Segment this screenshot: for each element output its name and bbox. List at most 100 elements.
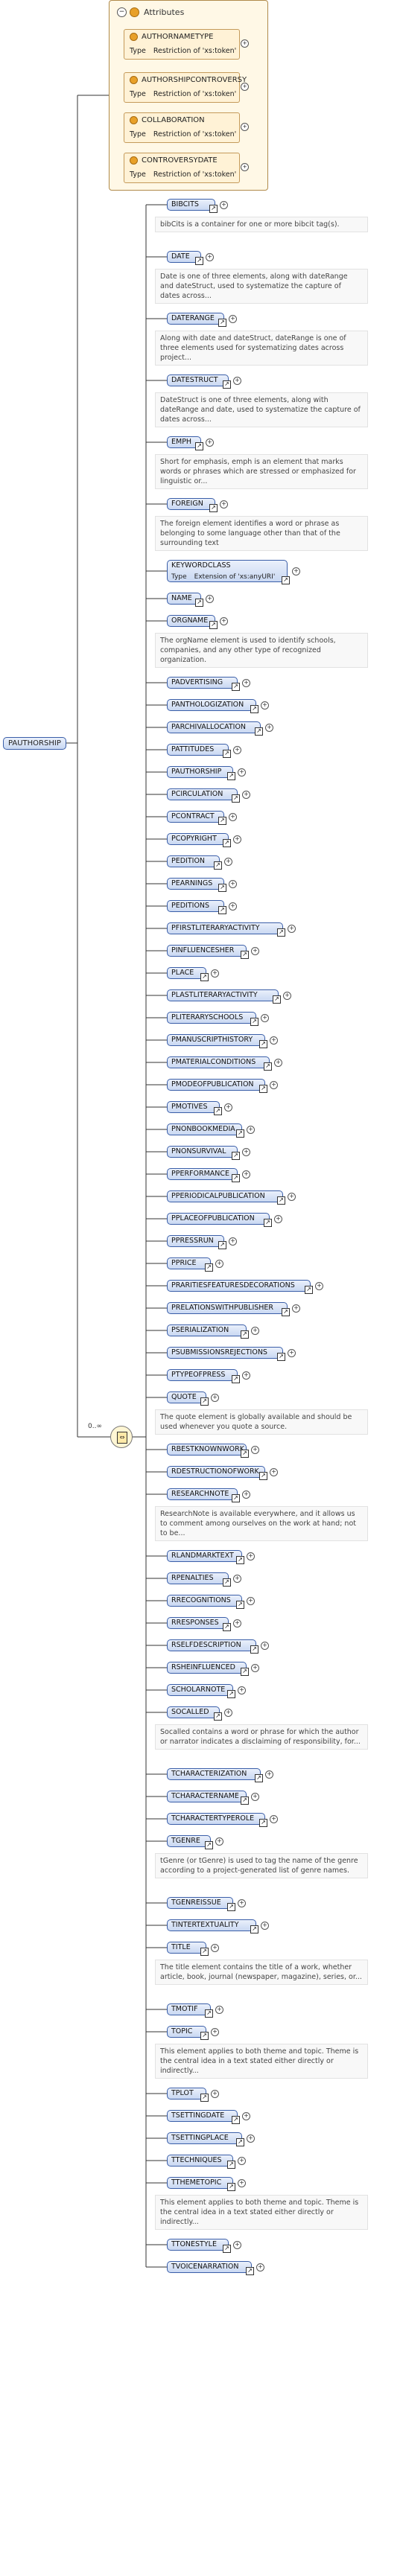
element-psubmissionsrejections[interactable]: PSUBMISSIONSREJECTIONS↗: [167, 1347, 285, 1361]
expand-icon[interactable]: +: [261, 1642, 269, 1650]
expand-icon[interactable]: +: [288, 1349, 296, 1357]
expand-icon[interactable]: +: [238, 1899, 246, 1907]
element-tvoicenarration[interactable]: TVOICENARRATION↗: [167, 2261, 254, 2275]
element-pserialization[interactable]: PSERIALIZATION↗: [167, 1324, 249, 1339]
element-peditions[interactable]: PEDITIONS↗: [167, 900, 226, 914]
element-rpenalties[interactable]: RPENALTIES↗: [167, 1572, 231, 1587]
element-prelationswithpublisher[interactable]: PRELATIONSWITHPUBLISHER↗: [167, 1302, 290, 1316]
expand-icon[interactable]: +: [292, 567, 300, 576]
expand-icon[interactable]: +: [270, 1081, 278, 1089]
element-ppressrun[interactable]: PPRESSRUN↗: [167, 1235, 226, 1249]
expand-icon[interactable]: +: [238, 768, 246, 777]
element-ttechniques[interactable]: TTECHNIQUES↗: [167, 2155, 235, 2169]
element-tintertextuality[interactable]: TINTERTEXTUALITY↗: [167, 1919, 258, 1933]
element-rdestructionofwork[interactable]: RDESTRUCTIONOFWORK↗: [167, 1466, 267, 1480]
element-foreign[interactable]: FOREIGN↗: [167, 498, 218, 512]
expand-icon[interactable]: +: [288, 925, 296, 933]
expand-icon[interactable]: +: [220, 500, 228, 508]
expand-icon[interactable]: +: [229, 902, 237, 911]
root-element[interactable]: PAUTHORSHIP: [3, 737, 66, 750]
expand-icon[interactable]: +: [261, 1014, 269, 1022]
element-tsettingplace[interactable]: TSETTINGPLACE↗: [167, 2132, 244, 2146]
element-ptypeofpress[interactable]: PTYPEOFPRESS↗: [167, 1369, 240, 1383]
expand-icon[interactable]: +: [233, 377, 241, 385]
expand-icon[interactable]: +: [233, 835, 241, 844]
expand-icon[interactable]: +: [206, 595, 214, 603]
element-name[interactable]: NAME↗: [167, 593, 203, 607]
expand-icon[interactable]: +: [229, 315, 237, 323]
expand-icon[interactable]: +: [251, 1446, 259, 1454]
element-pliteraryschools[interactable]: PLITERARYSCHOOLS↗: [167, 1012, 258, 1026]
expand-icon[interactable]: +: [251, 947, 259, 955]
element-pcontract[interactable]: PCONTRACT↗: [167, 811, 226, 825]
expand-icon[interactable]: +: [242, 1170, 250, 1179]
expand-icon[interactable]: +: [292, 1304, 300, 1313]
expand-icon[interactable]: +: [261, 1922, 269, 1930]
expand-icon[interactable]: +: [229, 880, 237, 888]
expand-icon[interactable]: +: [211, 1944, 219, 1952]
expand-icon[interactable]: +: [206, 253, 214, 261]
element-rrecognitions[interactable]: RRECOGNITIONS↗: [167, 1595, 244, 1609]
element-pauthorship[interactable]: PAUTHORSHIP↗: [167, 766, 235, 780]
element-padvertising[interactable]: PADVERTISING↗: [167, 677, 240, 691]
element-pcirculation[interactable]: PCIRCULATION↗: [167, 788, 240, 803]
element-parchivallocation[interactable]: PARCHIVALLOCATION↗: [167, 721, 263, 736]
element-pattitudes[interactable]: PATTITUDES↗: [167, 744, 231, 758]
element-rsheinfluenced[interactable]: RSHEINFLUENCED↗: [167, 1662, 249, 1676]
element-pinfluencesher[interactable]: PINFLUENCESHER↗: [167, 945, 249, 959]
expand-icon[interactable]: +: [251, 1327, 259, 1335]
expand-icon[interactable]: +: [242, 791, 250, 799]
expand-icon[interactable]: +: [274, 1215, 282, 1223]
expand-icon[interactable]: +: [224, 858, 232, 866]
element-pmaterialconditions[interactable]: PMATERIALCONDITIONS↗: [167, 1056, 272, 1071]
expand-icon[interactable]: +: [241, 83, 249, 91]
element-plastliteraryactivity[interactable]: PLASTLITERARYACTIVITY↗: [167, 989, 281, 1004]
element-tcharactername[interactable]: TCHARACTERNAME↗: [167, 1791, 249, 1805]
expand-icon[interactable]: +: [270, 1815, 278, 1823]
expand-icon[interactable]: +: [238, 2157, 246, 2165]
element-quote[interactable]: QUOTE↗: [167, 1391, 209, 1406]
element-pnonsurvival[interactable]: PNONSURVIVAL↗: [167, 1146, 240, 1160]
expand-icon[interactable]: +: [288, 1193, 296, 1201]
element-bibcits[interactable]: BIBCITS↗: [167, 199, 218, 213]
element-pnonbookmedia[interactable]: PNONBOOKMEDIA↗: [167, 1123, 244, 1138]
element-rbestknownwork[interactable]: RBESTKNOWNWORK↗: [167, 1444, 249, 1458]
expand-icon[interactable]: +: [265, 724, 273, 732]
element-researchnote[interactable]: RESEARCHNOTE↗: [167, 1488, 240, 1502]
expand-icon[interactable]: +: [220, 617, 228, 625]
element-date[interactable]: DATE↗: [167, 251, 203, 265]
element-pplaceofpublication[interactable]: PPLACEOFPUBLICATION↗: [167, 1213, 272, 1227]
expand-icon[interactable]: +: [215, 1837, 223, 1846]
element-pperformance[interactable]: PPERFORMANCE↗: [167, 1168, 240, 1182]
expand-icon[interactable]: +: [265, 1770, 273, 1779]
expand-icon[interactable]: +: [242, 1371, 250, 1380]
expand-icon[interactable]: +: [220, 201, 228, 209]
element-panthologization[interactable]: PANTHOLOGIZATION↗: [167, 699, 258, 713]
expand-icon[interactable]: +: [233, 746, 241, 754]
expand-icon[interactable]: +: [270, 1036, 278, 1045]
expand-icon[interactable]: +: [241, 123, 249, 131]
expand-icon[interactable]: +: [251, 1664, 259, 1672]
element-ttonestyle[interactable]: TTONESTYLE↗: [167, 2239, 231, 2253]
element-tplot[interactable]: TPLOT↗: [167, 2088, 209, 2102]
element-pmanuscripthistory[interactable]: PMANUSCRIPTHISTORY↗: [167, 1034, 267, 1048]
element-pedition[interactable]: PEDITION↗: [167, 855, 222, 870]
element-tthemetopic[interactable]: TTHEMETOPIC↗: [167, 2177, 235, 2191]
element-emph[interactable]: EMPH↗: [167, 436, 203, 450]
expand-icon[interactable]: +: [283, 992, 291, 1000]
element-tcharactertyperole[interactable]: TCHARACTERTYPEROLE↗: [167, 1813, 267, 1827]
expand-icon[interactable]: +: [242, 1148, 250, 1156]
expand-icon[interactable]: +: [247, 1552, 255, 1560]
expand-icon[interactable]: +: [242, 2112, 250, 2120]
expand-icon[interactable]: +: [242, 1491, 250, 1499]
expand-icon[interactable]: +: [224, 1709, 232, 1717]
element-place[interactable]: PLACE↗: [167, 967, 209, 981]
expand-icon[interactable]: +: [274, 1059, 282, 1067]
element-rresponses[interactable]: RRESPONSES↗: [167, 1617, 231, 1631]
expand-icon[interactable]: +: [206, 439, 214, 447]
element-tgenre[interactable]: TGENRE↗: [167, 1835, 213, 1849]
